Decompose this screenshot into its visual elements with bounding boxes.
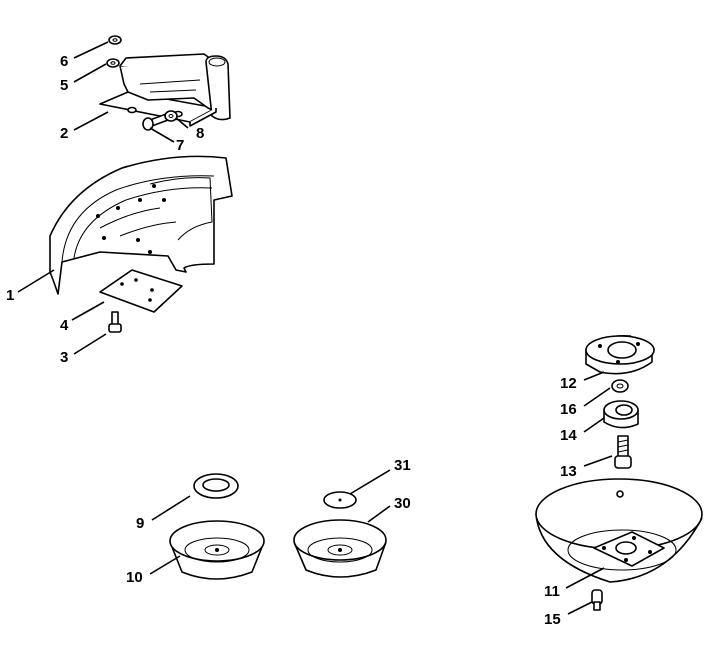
callout-11: 11 (544, 583, 560, 600)
callout-labels: 6 5 2 7 8 1 4 3 12 16 14 13 11 15 9 10 3… (6, 53, 577, 628)
callout-6: 6 (60, 53, 68, 70)
part-6-washer (108, 35, 122, 45)
callout-30: 30 (394, 495, 411, 512)
callout-15: 15 (544, 611, 561, 628)
part-15-screw (591, 589, 603, 611)
part-16-washer (611, 379, 629, 393)
callout-1: 1 (6, 287, 14, 304)
part-14-bearing (603, 400, 639, 429)
part-9-washer (193, 473, 239, 499)
part-12-flange (585, 334, 655, 375)
part-13-bolt (614, 435, 632, 469)
part-1-deflector (49, 155, 233, 295)
leader-lines (17, 41, 613, 615)
callout-16: 16 (560, 401, 577, 418)
callout-31: 31 (394, 457, 411, 474)
callout-12: 12 (560, 375, 577, 392)
callout-2: 2 (60, 125, 68, 142)
part-10-cup (169, 520, 265, 580)
part-31-washer (323, 491, 357, 509)
part-3-screw (108, 311, 122, 333)
callout-10: 10 (126, 569, 143, 586)
callout-3: 3 (60, 349, 68, 366)
callout-7: 7 (176, 137, 184, 154)
part-11-disc (535, 478, 703, 583)
part-30-cup (293, 519, 387, 578)
callout-4: 4 (60, 317, 69, 334)
part-4-plate (99, 269, 183, 313)
part-2-bracket (99, 53, 231, 127)
part-5-washer (106, 58, 120, 68)
callout-8: 8 (196, 125, 204, 142)
callout-5: 5 (60, 77, 68, 94)
part-8-nut (164, 110, 178, 122)
callout-13: 13 (560, 463, 577, 480)
callout-14: 14 (560, 427, 577, 444)
callout-9: 9 (136, 515, 144, 532)
